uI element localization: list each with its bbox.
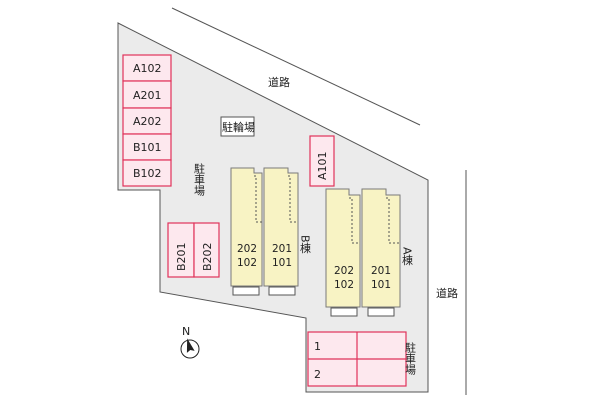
- building-b-stair: [254, 175, 262, 223]
- parking-small: B201 B202: [167, 222, 220, 278]
- parking-slot-b102: [122, 159, 172, 187]
- unit-number: 101: [272, 257, 292, 269]
- parking-slot-a202: [122, 107, 172, 135]
- parking-row-label: 2: [314, 368, 321, 381]
- bicycle-parking-box: [220, 116, 255, 137]
- unit-number: 102: [237, 257, 257, 269]
- building-b-unit-right: [263, 167, 299, 287]
- road-right-label: 道路: [436, 286, 458, 300]
- unit-number: 102: [334, 279, 354, 291]
- building-a-porch: [367, 307, 395, 317]
- unit-number: 202: [334, 265, 354, 277]
- building-a: 202 102 201 101: [325, 188, 401, 317]
- compass-icon: [180, 338, 200, 359]
- parking-slot-label: B201: [175, 242, 188, 271]
- unit-number: 201: [371, 265, 391, 277]
- building-a-label: A棟: [401, 247, 414, 266]
- parking-bottom: 1 2: [307, 331, 407, 387]
- building-a-stair: [386, 197, 400, 244]
- parking-slot-label: A101: [316, 151, 329, 180]
- parking-slot-label: B101: [133, 141, 162, 154]
- building-b-stair: [288, 175, 298, 223]
- unit-number: 201: [272, 243, 292, 255]
- building-b-porch: [268, 286, 296, 296]
- parking-row-label: 1: [314, 340, 321, 353]
- building-b-label: B棟: [299, 235, 312, 254]
- parking-slot-label: A202: [133, 115, 162, 128]
- building-a-unit-left: [325, 188, 361, 308]
- building-b-porch: [232, 286, 260, 296]
- parking-left-label: 駐車場: [193, 162, 206, 197]
- building-b-unit-left: [230, 167, 263, 287]
- building-a-stair: [349, 197, 360, 244]
- parking-bottom-label: 駐車場: [404, 341, 417, 376]
- parking-slot-label: B102: [133, 167, 162, 180]
- unit-number: 202: [237, 243, 257, 255]
- parking-slot-b201: [167, 222, 195, 278]
- building-b: 202 102 201 101: [230, 167, 299, 296]
- parking-slot-label: A102: [133, 62, 162, 75]
- parking-slot-label: B202: [201, 242, 214, 271]
- parking-slot-b202: [193, 222, 220, 278]
- parking-slot-label: A201: [133, 89, 162, 102]
- road-top-line: [171, 7, 421, 126]
- parking-slot-a101: [309, 135, 335, 187]
- parking-slot-a102: [122, 54, 172, 82]
- building-a-unit-right: [361, 188, 401, 308]
- parking-left: A102 A201 A202 B101 B102: [122, 54, 172, 187]
- building-a-porch: [330, 307, 358, 317]
- bicycle-parking-label: 駐輪場: [222, 120, 255, 134]
- road-top-label: 道路: [268, 75, 290, 89]
- unit-number: 101: [371, 279, 391, 291]
- compass-north-label: N: [182, 325, 190, 338]
